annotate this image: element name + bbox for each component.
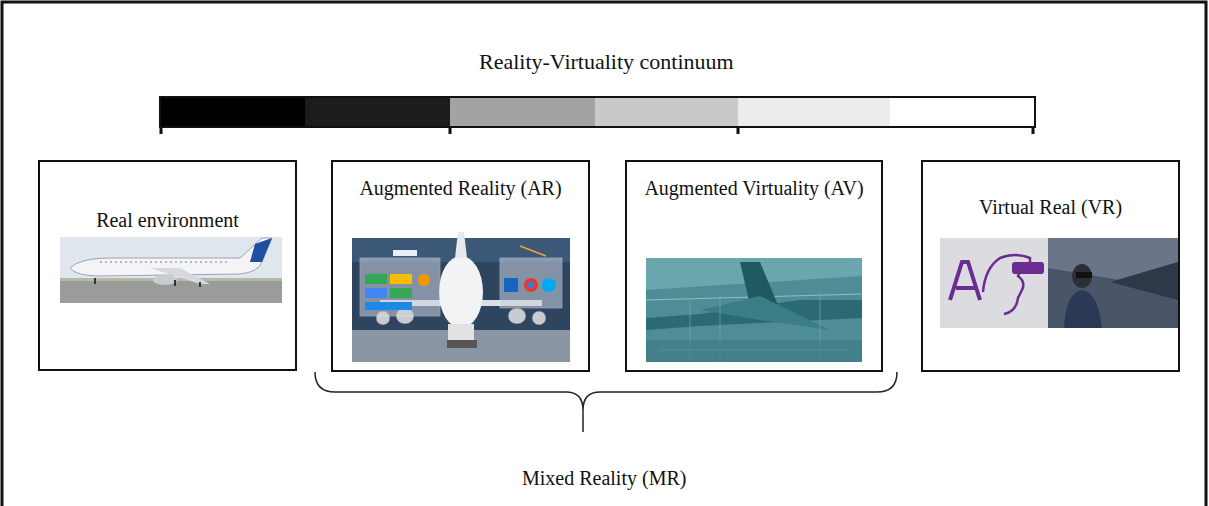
group-label-text: Mixed Reality (MR) — [522, 467, 686, 489]
reality-box: Augmented Reality (AR) — [331, 160, 590, 372]
airplane-photo — [60, 237, 282, 303]
reality-box: Virtual Real (VR) — [921, 160, 1180, 372]
av-hangar-render — [646, 258, 862, 362]
group-label: Mixed Reality (MR) — [522, 467, 686, 490]
box-label: Virtual Real (VR) — [923, 195, 1178, 220]
vr-headset-photo — [940, 238, 1178, 328]
continuum-bar — [160, 97, 1035, 134]
ar-hangar-photo — [352, 232, 570, 362]
reality-box: Augmented Virtuality (AV) — [625, 160, 883, 372]
box-label: Augmented Reality (AR) — [333, 176, 588, 201]
title: Reality-Virtuality continuum — [479, 49, 734, 75]
reality-box: Real environment — [38, 160, 297, 371]
title-text: Reality-Virtuality continuum — [479, 49, 734, 74]
box-label: Real environment — [40, 208, 295, 233]
bracket — [315, 372, 897, 432]
box-label: Augmented Virtuality (AV) — [627, 176, 881, 201]
